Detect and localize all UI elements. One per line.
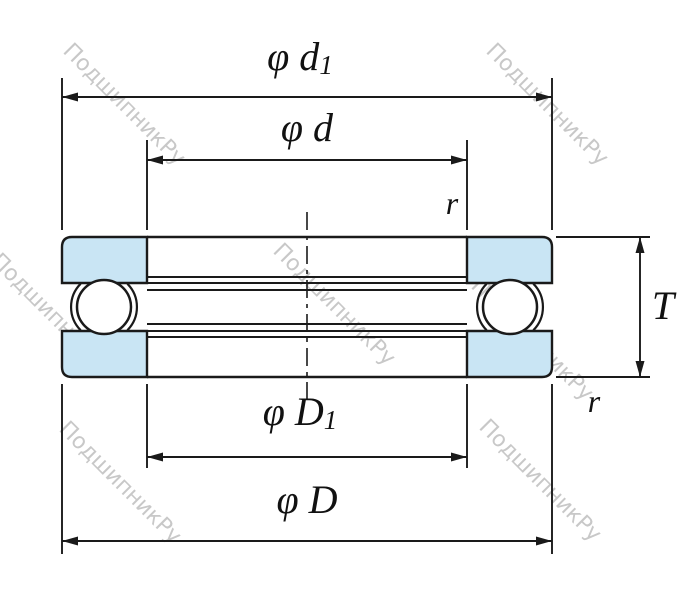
cage-claw-icon [532, 282, 544, 332]
cage-claw-icon [476, 282, 488, 332]
shaft-washer-right-section [465, 235, 554, 285]
label-fillet-r-bottom: r [588, 383, 601, 419]
arrow-left-icon [62, 536, 78, 546]
label-phi-d1: φ d1 [267, 34, 333, 80]
arrow-left-icon [62, 92, 78, 102]
ball-left-assembly [70, 278, 138, 336]
housing-washer-right-section [465, 329, 554, 379]
watermark-text: ПодшипникРу [481, 39, 613, 171]
arrow-right-icon [536, 92, 552, 102]
label-phi-D1-main: φ D [263, 389, 324, 434]
ball-right-assembly [476, 278, 544, 336]
label-phi-d1-main: φ d [267, 34, 320, 79]
dimension-T: T r [588, 237, 677, 419]
arrow-left-icon [147, 452, 163, 462]
arrow-right-icon [451, 452, 467, 462]
cage-claw-icon [126, 282, 138, 332]
watermark-text: ПодшипникРу [474, 415, 606, 547]
watermark-text: ПодшипникРу [54, 417, 186, 549]
shaft-washer-left-section [60, 235, 149, 285]
label-phi-D1: φ D1 [263, 389, 338, 435]
watermark-text: ПодшипникРу [268, 239, 400, 371]
bearing-section [60, 212, 554, 402]
label-phi-D1-sub: 1 [324, 405, 338, 435]
arrow-left-icon [147, 155, 163, 165]
label-phi-d: φ d [281, 105, 334, 150]
housing-washer-left-section [60, 329, 149, 379]
label-phi-D: φ D [276, 477, 337, 522]
dimension-phi-D: φ D [62, 477, 552, 546]
cage-claw-icon [70, 282, 82, 332]
watermark-text: ПодшипникРу [58, 39, 190, 171]
extension-lines [61, 78, 650, 554]
label-phi-d1-sub: 1 [319, 50, 333, 80]
arrow-down-icon [635, 361, 645, 377]
ball-right [481, 278, 539, 336]
arrow-right-icon [536, 536, 552, 546]
dimension-phi-d: φ d r [147, 105, 467, 221]
label-T: T [652, 283, 677, 328]
dimension-phi-D1: φ D1 [147, 389, 467, 462]
arrow-up-icon [635, 237, 645, 253]
ball-left [75, 278, 133, 336]
label-fillet-r-top: r [446, 185, 459, 221]
dimension-phi-d1: φ d1 [62, 34, 552, 102]
arrow-right-icon [451, 155, 467, 165]
